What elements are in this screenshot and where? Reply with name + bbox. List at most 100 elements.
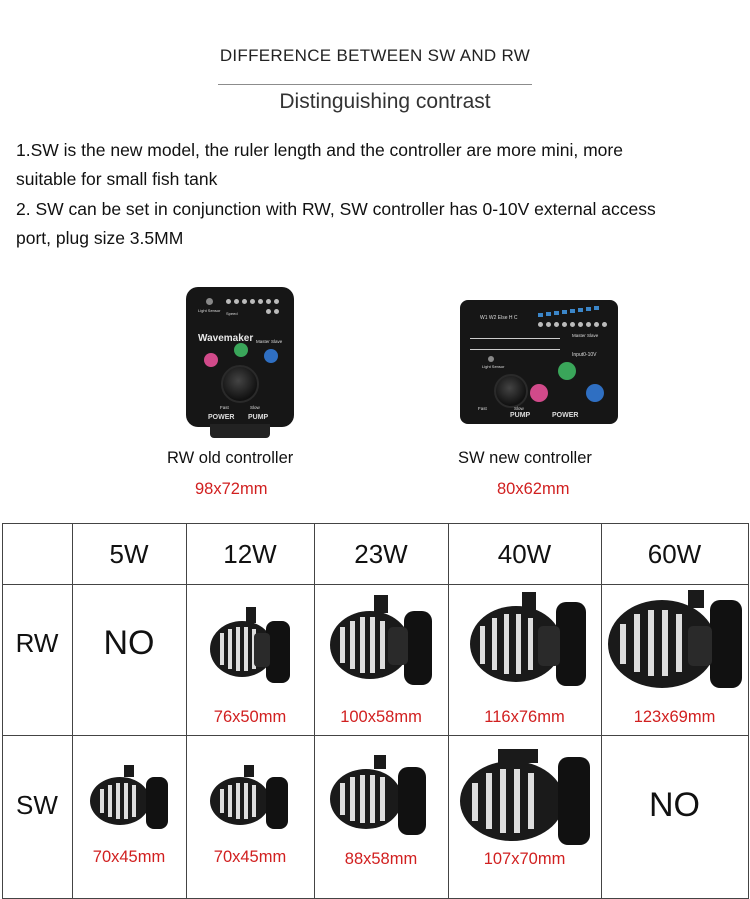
sw-controller-image: W1 W2 Else H C Master Slave Input0-10V L… bbox=[460, 300, 618, 424]
lock-button bbox=[264, 349, 278, 363]
page-title: DIFFERENCE BETWEEN SW AND RW bbox=[219, 46, 531, 65]
power-label: POWER bbox=[552, 412, 579, 419]
led-bar-icon bbox=[570, 309, 575, 313]
led-icon bbox=[226, 299, 231, 304]
rw-40w-size: 116x76mm bbox=[484, 708, 565, 726]
led-icon bbox=[250, 299, 255, 304]
rw-23w-size: 100x58mm bbox=[340, 708, 422, 726]
input-label: Input0-10V bbox=[572, 352, 597, 358]
led-icon bbox=[266, 299, 271, 304]
power-label: POWER bbox=[208, 414, 235, 421]
pump-knob-icon bbox=[221, 365, 259, 403]
table-border bbox=[748, 523, 749, 899]
header-60w: 60W bbox=[647, 539, 702, 569]
table-border bbox=[186, 523, 187, 899]
sw-60w-cell: NO bbox=[649, 786, 700, 824]
sw-12w-size: 70x45mm bbox=[213, 848, 287, 866]
light-sensor-label: Light Sensor bbox=[198, 308, 221, 313]
pump-12w-rw-image bbox=[206, 603, 296, 700]
pump-23w-sw-image bbox=[326, 753, 430, 850]
row-label-sw: SW bbox=[16, 790, 58, 820]
description-line: suitable for small fish tank bbox=[16, 169, 218, 189]
led-icon bbox=[234, 299, 239, 304]
table-border bbox=[2, 584, 749, 585]
led-bar-icon bbox=[578, 308, 583, 312]
master-slave-label: Master Slave bbox=[572, 333, 599, 338]
led-icon bbox=[586, 322, 591, 327]
slow-label: Slow bbox=[250, 405, 260, 410]
header-5w: 5W bbox=[109, 539, 149, 569]
led-bar-icon bbox=[562, 310, 567, 314]
pump-5w-sw-image bbox=[88, 763, 172, 844]
row-label-rw: RW bbox=[15, 628, 59, 658]
description-line: port, plug size 3.5MM bbox=[16, 228, 184, 248]
lock-button bbox=[586, 384, 604, 402]
led-icon bbox=[266, 309, 271, 314]
led-icon bbox=[274, 309, 279, 314]
table-border bbox=[2, 735, 749, 736]
description-line: 2. SW can be set in conjunction with RW,… bbox=[16, 199, 656, 219]
mode-button bbox=[204, 353, 218, 367]
led-icon bbox=[538, 322, 543, 327]
led-icon bbox=[242, 299, 247, 304]
led-bar-icon bbox=[546, 312, 551, 316]
header-40w: 40W bbox=[497, 539, 552, 569]
table-border bbox=[314, 523, 315, 899]
waveform-icon bbox=[470, 338, 560, 350]
description-point-2: 2. SW can be set in conjunction with RW,… bbox=[16, 195, 656, 253]
led-icon bbox=[570, 322, 575, 327]
led-bar-icon bbox=[554, 311, 559, 315]
led-icon bbox=[562, 322, 567, 327]
pump-label: PUMP bbox=[510, 412, 531, 419]
header-12w: 12W bbox=[223, 539, 277, 569]
table-border bbox=[72, 523, 73, 899]
led-bar-icon bbox=[538, 313, 543, 317]
description-line: 1.SW is the new model, the ruler length … bbox=[16, 140, 623, 160]
sw-controller-label: SW new controller bbox=[458, 449, 592, 467]
sw-23w-size: 88x58mm bbox=[344, 850, 418, 868]
led-icon bbox=[546, 322, 551, 327]
led-icon bbox=[602, 322, 607, 327]
led-icon bbox=[578, 322, 583, 327]
pump-40w-sw-image bbox=[458, 747, 594, 854]
pump-label: PUMP bbox=[248, 414, 269, 421]
fast-label: Fast bbox=[220, 405, 229, 410]
led-icon bbox=[274, 299, 279, 304]
led-bar-icon bbox=[594, 306, 599, 310]
mode-labels: W1 W2 Else H C bbox=[480, 315, 518, 321]
table-border bbox=[601, 523, 602, 899]
rw-5w-cell: NO bbox=[103, 624, 155, 662]
light-sensor-icon bbox=[206, 298, 213, 305]
pump-12w-sw-image bbox=[208, 763, 292, 844]
rw-controller-image: Light Sensor Speed Wavemaker Master Slav… bbox=[186, 287, 294, 427]
rw-60w-size: 123x69mm bbox=[633, 708, 716, 726]
rw-controller-ports bbox=[210, 424, 270, 438]
fast-label: Fast bbox=[478, 406, 487, 411]
pump-60w-rw-image bbox=[606, 588, 746, 703]
speed-label: Speed bbox=[226, 311, 238, 316]
rw-controller-size: 98x72mm bbox=[195, 480, 268, 498]
page-subtitle: Distinguishing contrast bbox=[279, 90, 491, 113]
light-sensor-label: Light Sensor bbox=[482, 364, 505, 369]
speed-feed-button bbox=[558, 362, 576, 380]
mode-night-button bbox=[530, 384, 548, 402]
led-bar-icon bbox=[586, 307, 591, 311]
pump-knob-icon bbox=[494, 374, 528, 408]
table-border bbox=[448, 523, 449, 899]
led-icon bbox=[594, 322, 599, 327]
master-slave-label: Master Slave bbox=[256, 339, 283, 344]
sw-40w-size: 107x70mm bbox=[483, 850, 566, 868]
led-icon bbox=[258, 299, 263, 304]
brand-label: Wavemaker bbox=[198, 333, 254, 344]
pump-40w-rw-image bbox=[466, 590, 590, 701]
slow-label: Slow bbox=[514, 406, 524, 411]
pump-23w-rw-image bbox=[326, 593, 438, 702]
sw-5w-size: 70x45mm bbox=[92, 848, 166, 866]
rw-12w-size: 76x50mm bbox=[213, 708, 287, 726]
table-border bbox=[2, 523, 749, 524]
title-divider bbox=[218, 84, 532, 85]
light-sensor-icon bbox=[488, 356, 494, 362]
led-icon bbox=[554, 322, 559, 327]
sw-controller-size: 80x62mm bbox=[497, 480, 570, 498]
table-border bbox=[2, 523, 3, 899]
